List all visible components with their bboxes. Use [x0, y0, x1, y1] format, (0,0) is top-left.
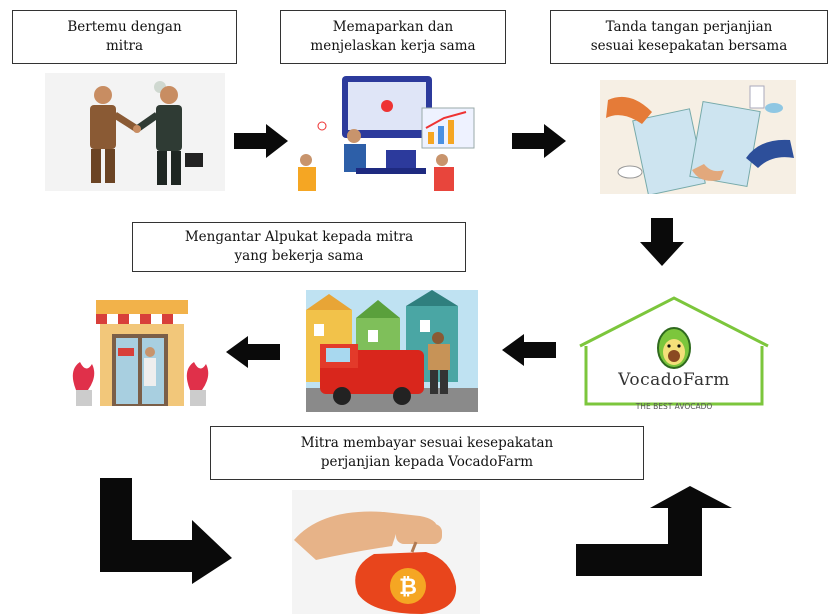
- arrow-elbow-right-up-icon: [576, 486, 732, 576]
- arrow-left-2-icon: [226, 336, 280, 368]
- presentation-image: [294, 72, 480, 192]
- step-1-box: Bertemu dengan mitra: [12, 10, 237, 64]
- step-4-box: Mengantar Alpukat kepada mitra yang beke…: [132, 222, 466, 272]
- vocadofarm-logo: VocadoFarm THE BEST AVOCADO: [572, 294, 776, 416]
- arrow-left-1-icon: [502, 334, 556, 366]
- money-bag-image: ₿: [292, 490, 480, 614]
- signing-contract-image: [600, 80, 796, 194]
- step-5-text: Mitra membayar sesuai kesepakatan perjan…: [300, 435, 554, 470]
- vocadofarm-logo-tagline: THE BEST AVOCADO: [635, 402, 713, 411]
- store-image: [62, 290, 220, 412]
- arrow-down-icon: [640, 218, 684, 266]
- arrow-right-2-icon: [512, 124, 566, 158]
- step-1-text: Bertemu dengan mitra: [67, 19, 182, 54]
- delivery-truck-image: [306, 290, 478, 412]
- step-3-box: Tanda tangan perjanjian sesuai kesepakat…: [550, 10, 828, 64]
- step-5-box: Mitra membayar sesuai kesepakatan perjan…: [210, 426, 644, 480]
- step-2-box: Memaparkan dan menjelaskan kerja sama: [280, 10, 506, 64]
- step-2-text: Memaparkan dan menjelaskan kerja sama: [310, 19, 476, 54]
- arrow-right-1-icon: [234, 124, 288, 158]
- handshake-image: [45, 73, 225, 191]
- svg-text:₿: ₿: [399, 575, 417, 600]
- step-3-text: Tanda tangan perjanjian sesuai kesepakat…: [590, 19, 788, 54]
- step-4-text: Mengantar Alpukat kepada mitra yang beke…: [184, 229, 414, 264]
- vocadofarm-logo-name: VocadoFarm: [618, 370, 730, 390]
- arrow-elbow-down-right-icon: [100, 478, 232, 584]
